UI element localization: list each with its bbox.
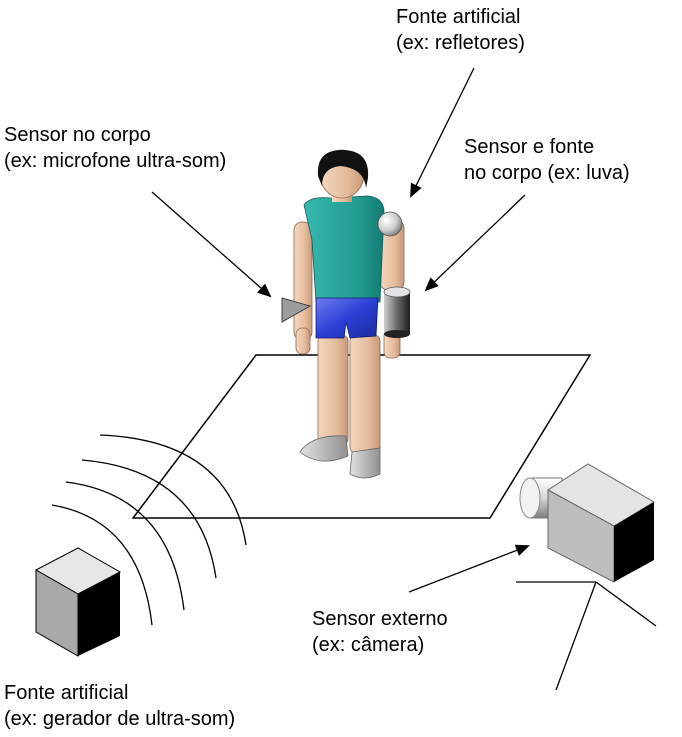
- arrow-reflectors: [410, 67, 475, 198]
- glove-sensor-icon: [383, 286, 411, 338]
- label-reflectors-line2: (ex: refletores): [396, 32, 525, 54]
- ultrasound-waves: [51, 434, 247, 626]
- label-glove: Sensor e fonte no corpo (ex: luva): [464, 134, 630, 186]
- camera-icon: [519, 463, 655, 583]
- arrow-body-sensor: [151, 191, 272, 298]
- floor-area: [131, 354, 592, 519]
- label-body-sensor-line2: (ex: microfone ultra-som): [4, 150, 227, 172]
- pointer-arrows: [151, 67, 530, 593]
- camera-tripod: [516, 581, 657, 691]
- label-body-sensor: Sensor no corpo (ex: microfone ultra-som…: [4, 122, 226, 174]
- arrow-glove: [424, 194, 526, 292]
- label-glove-line2: no corpo (ex: luva): [464, 162, 630, 184]
- arrow-external-sensor: [408, 544, 530, 593]
- label-body-sensor-line1: Sensor no corpo: [4, 124, 151, 146]
- label-reflectors: Fonte artificial (ex: refletores): [396, 4, 525, 56]
- human-figure: [293, 149, 405, 479]
- label-ultrasound-line2: (ex: gerador de ultra-som): [4, 708, 236, 730]
- label-ultrasound-line1: Fonte artificial: [4, 682, 129, 704]
- microphone-sensor-icon: [281, 297, 312, 323]
- label-ultrasound: Fonte artificial (ex: gerador de ultra-s…: [4, 680, 235, 732]
- label-glove-line1: Sensor e fonte: [464, 136, 595, 158]
- label-external-sensor-line1: Sensor externo: [312, 608, 448, 630]
- ultrasound-generator-icon: [34, 547, 122, 657]
- label-reflectors-line1: Fonte artificial: [396, 6, 521, 28]
- label-external-sensor: Sensor externo (ex: câmera): [312, 606, 448, 658]
- label-external-sensor-line2: (ex: câmera): [312, 634, 425, 656]
- reflector-sphere-icon: [377, 211, 403, 237]
